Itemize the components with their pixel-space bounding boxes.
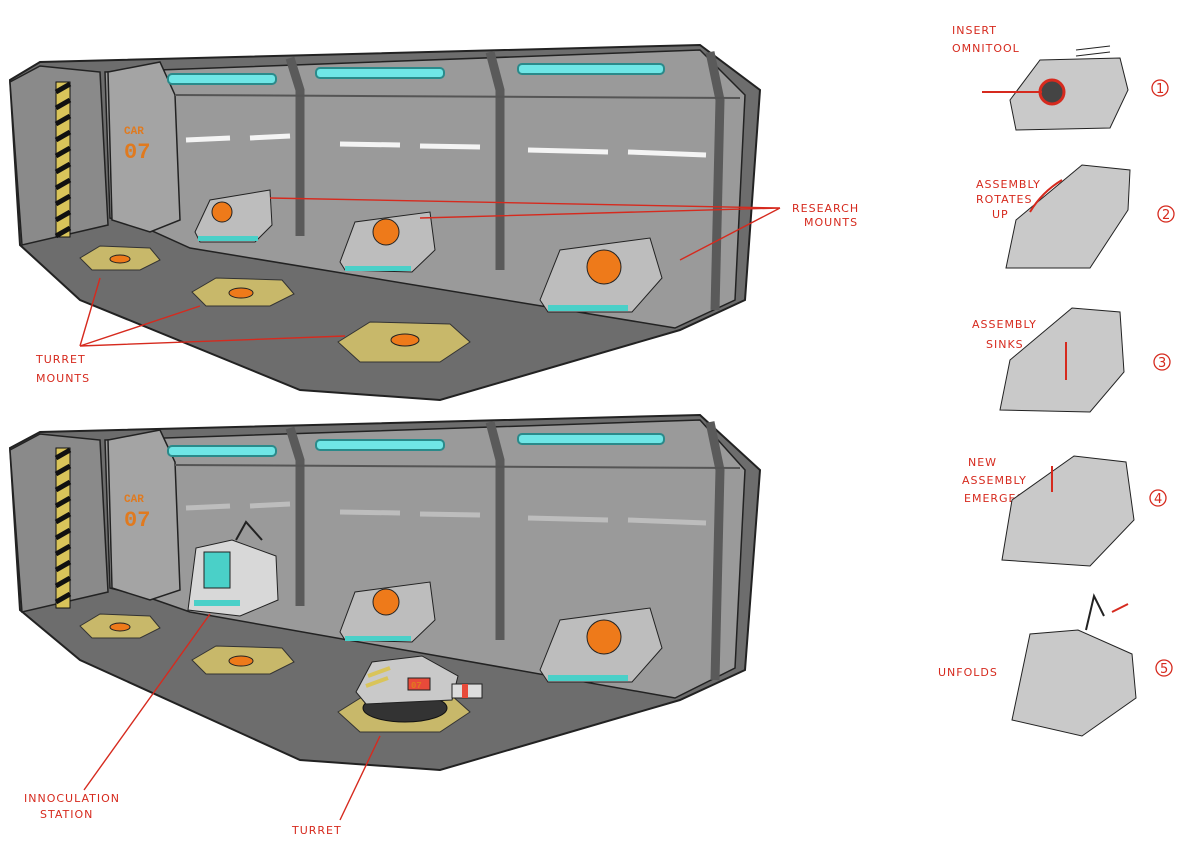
turret-tag: 07: [411, 681, 422, 691]
step-3: ASSEMBLY SINKS 3: [972, 307, 1171, 413]
step-1-caption-2: OMNITOOL: [952, 42, 1020, 55]
hazard-stripe: [54, 81, 72, 239]
research-mounts-label-2: MOUNTS: [804, 216, 858, 229]
car-number: 07: [124, 508, 150, 533]
research-mount: [339, 211, 436, 273]
research-mounts-callout: [269, 197, 781, 261]
turret-mounts-label-1: TURRET: [35, 353, 86, 366]
step-5-number: 5: [1160, 662, 1168, 677]
car-label: CAR: [124, 126, 144, 138]
turret-mount-pad: [337, 321, 471, 363]
step-1-caption-1: INSERT: [952, 24, 997, 37]
innoculation-label-2: STATION: [40, 808, 93, 821]
research-mount: [539, 607, 663, 683]
car-sign-bottom: CAR 07: [124, 494, 150, 533]
step-2-caption-1: ASSEMBLY: [976, 178, 1041, 191]
step-3-caption-1: ASSEMBLY: [972, 318, 1037, 331]
research-mounts-label-1: RESEARCH: [792, 202, 859, 215]
turret-mount-pad: [191, 277, 295, 307]
ceiling-lights: [167, 63, 665, 85]
research-mount: [339, 581, 436, 643]
car-number: 07: [124, 140, 150, 165]
innoculation-label-1: INNOCULATION: [24, 792, 120, 805]
step-5-caption-1: UNFOLDS: [938, 666, 998, 679]
innoculation-callout: [83, 613, 211, 791]
innoculation-station: [187, 520, 279, 617]
turret-mount-pad: [79, 245, 161, 271]
research-mount: [539, 237, 663, 313]
step-4-caption-2: ASSEMBLY: [962, 474, 1027, 487]
step-3-caption-2: SINKS: [986, 338, 1024, 351]
car-label: CAR: [124, 494, 144, 506]
step-4-caption-1: NEW: [968, 456, 997, 469]
turret-mounts-label-2: MOUNTS: [36, 372, 90, 385]
step-4-number: 4: [1154, 492, 1162, 507]
research-mount: [194, 189, 273, 243]
step-2-caption-3: UP: [992, 208, 1009, 221]
car-sign-top: CAR 07: [124, 126, 150, 165]
step-1-number: 1: [1156, 82, 1164, 97]
turret-mount-pad: [79, 613, 161, 639]
hazard-stripe: [54, 447, 72, 609]
step-4: NEW ASSEMBLY EMERGES 4: [962, 455, 1167, 567]
train-car-interior-top: CAR 07: [8, 43, 859, 402]
train-car-interior-bottom: CAR 07: [8, 413, 762, 837]
step-sequence: INSERT OMNITOOL 1 ASSEMBLY ROTATES UP 2 …: [938, 24, 1175, 737]
turret-mounts-callout: [79, 277, 346, 347]
step-3-number: 3: [1158, 356, 1166, 371]
ceiling-lights: [167, 433, 665, 457]
step-5: UNFOLDS 5: [938, 593, 1173, 737]
turret-mount-pad: [191, 645, 295, 675]
turret: 07: [337, 655, 483, 733]
step-4-caption-3: EMERGES: [964, 492, 1025, 505]
step-2: ASSEMBLY ROTATES UP 2: [976, 164, 1175, 269]
turret-label: TURRET: [291, 824, 342, 837]
step-2-caption-2: ROTATES: [976, 193, 1033, 206]
turret-callout: [339, 735, 381, 821]
step-1: INSERT OMNITOOL 1: [952, 24, 1169, 131]
step-2-number: 2: [1162, 208, 1170, 223]
